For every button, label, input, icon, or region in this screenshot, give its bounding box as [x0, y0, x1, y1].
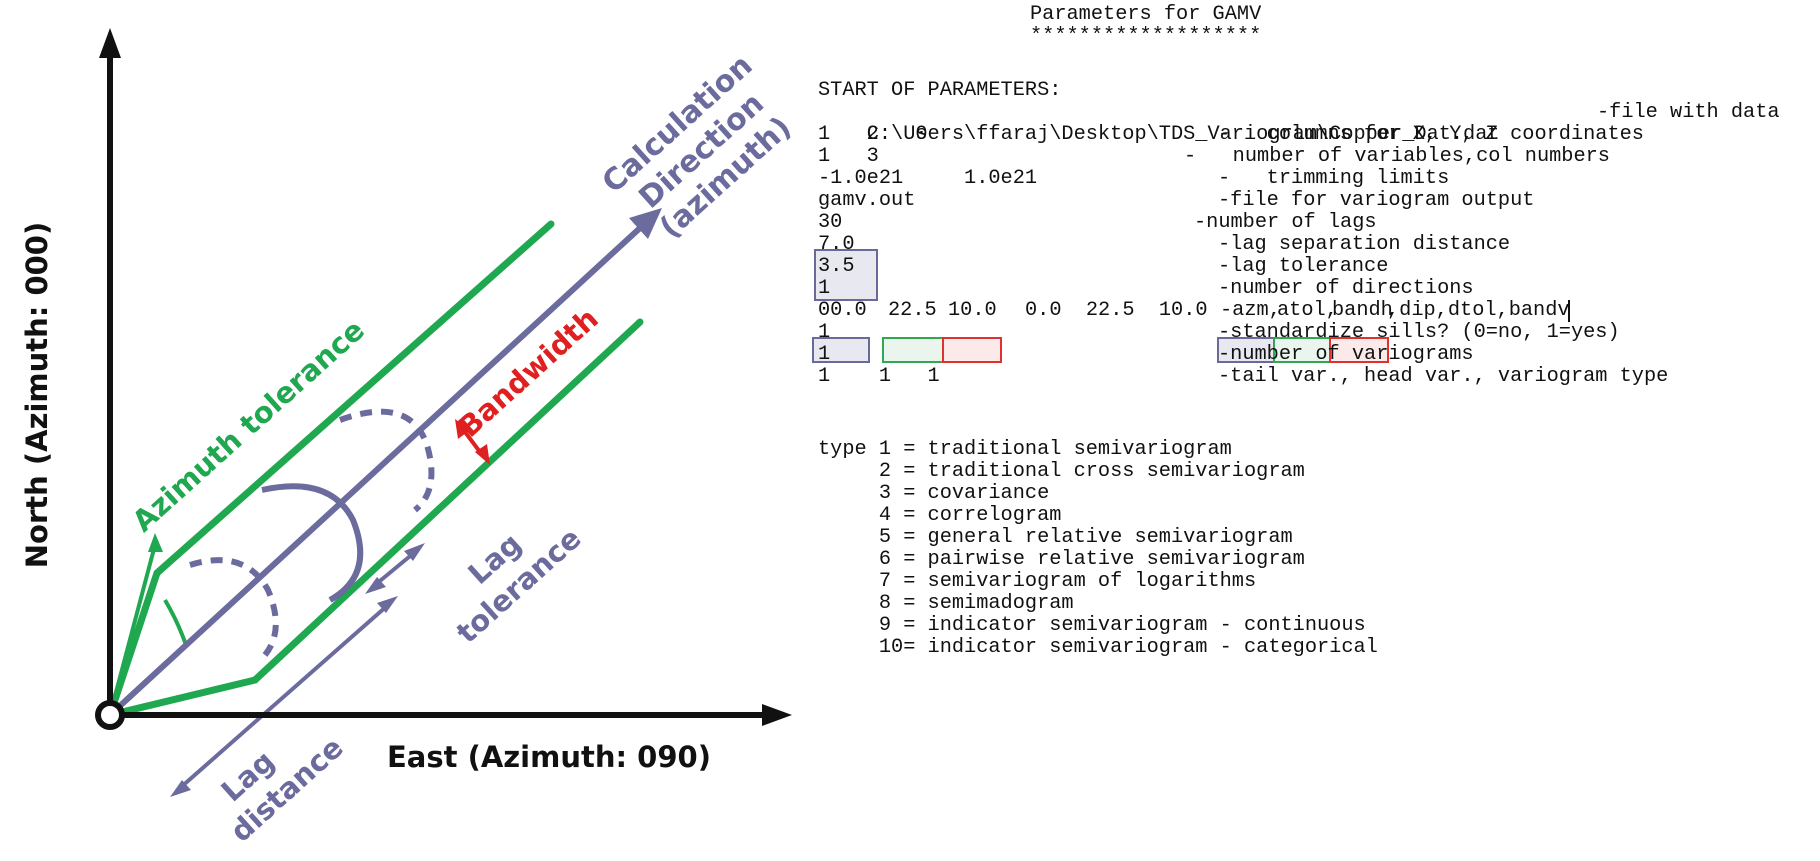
variogram-type-item: 2 = traditional cross semivariogram — [818, 460, 1305, 483]
param-comment: -tail var., head var., variogram type — [1218, 365, 1669, 388]
east-axis-label: East (Azimuth: 090) — [387, 740, 711, 774]
param-direction-bandh: 10.0 — [948, 299, 997, 322]
calculation-direction-line — [107, 225, 643, 718]
lag-distance-label: Lag distance — [215, 730, 350, 848]
variogram-type-item: 7 = semivariogram of logarithms — [818, 570, 1257, 593]
bandwidth-arrowhead-a — [455, 419, 470, 439]
param-direction-comment-azm: -azm, — [1220, 299, 1281, 322]
params-title: Parameters for GAMV — [1030, 3, 1262, 26]
lag-tolerance-arrowhead-b — [404, 543, 425, 561]
param-comment: -number of variograms — [1218, 343, 1474, 366]
params-title-underline: ******************* — [1030, 25, 1262, 48]
tolerance-lower-line — [251, 318, 644, 684]
param-line-variables: 1 3 — [818, 145, 879, 168]
variogram-type-item: 9 = indicator semivariogram - continuous — [818, 614, 1366, 637]
bandwidth-arrowhead-b — [475, 444, 490, 465]
param-comment: -file with data — [1597, 101, 1780, 124]
variogram-type-item: 10= indicator semivariogram - categorica… — [818, 636, 1378, 659]
north-axis-label: North (Azimuth: 000) — [20, 222, 54, 568]
calculation-direction-label: Calculation Direction (azimuth) — [596, 48, 799, 245]
variogram-type-item: 3 = covariance — [818, 482, 1050, 505]
text-cursor — [1568, 300, 1570, 322]
param-value: C:\Users\ffaraj\Desktop\TDS_Variogram\Co… — [866, 123, 1500, 146]
calculation-direction-arrowhead — [629, 208, 662, 239]
lag-tolerance-solid-arc — [261, 483, 364, 603]
param-comment: -number of lags — [1194, 211, 1377, 234]
param-comment: -standardize sills? (0=no, 1=yes) — [1218, 321, 1620, 344]
variogram-direction-diagram: North (Azimuth: 000) East (Azimuth: 090)… — [20, 28, 799, 849]
param-comment: -number of directions — [1218, 277, 1474, 300]
param-comment: - number of variables,col numbers — [1184, 145, 1610, 168]
east-axis-arrowhead — [762, 704, 792, 726]
param-direction-comment-bandh: bandh — [1332, 299, 1393, 322]
variogram-type-item: 8 = semimadogram — [818, 592, 1074, 615]
param-line-columns: 1 2 0 — [818, 123, 928, 146]
variogram-type-item: type 1 = traditional semivariogram — [818, 438, 1232, 461]
azimuth-tolerance-label: Azimuth tolerance — [126, 313, 371, 539]
param-line-ndir: 1 — [818, 277, 831, 300]
azm-value-highlight — [812, 337, 870, 363]
lag-distance-arrowhead-a — [170, 780, 191, 797]
param-line-output: gamv.out — [818, 189, 916, 212]
azimuth-tolerance-arrowhead — [148, 533, 163, 552]
param-line-standardize: 1 — [818, 321, 831, 344]
variogram-type-item: 5 = general relative semivariogram — [818, 526, 1293, 549]
lag-distance-arrowhead-b — [377, 596, 398, 613]
param-line-nlags: 30 — [818, 211, 843, 234]
bandh-comment-highlight — [1329, 337, 1389, 363]
param-line-nvariograms: 1 — [818, 343, 831, 366]
variogram-type-item: 4 = correlogram — [818, 504, 1062, 527]
azimuth-tolerance-tick — [108, 543, 157, 717]
lag-tolerance-dashed-arc-inner — [189, 557, 279, 657]
gamv-parameter-file: Parameters for GAMV ******************* … — [812, 0, 1808, 861]
north-axis-arrowhead — [99, 28, 121, 58]
azimuth-tolerance-arc — [163, 598, 188, 646]
lag-values-highlight — [814, 249, 878, 301]
param-comment: -lag separation distance — [1218, 233, 1511, 256]
param-comment: -file for variogram output — [1218, 189, 1535, 212]
param-line-data-file: C:\Users\ffaraj\Desktop\TDS_Variogram\Co… — [818, 102, 1500, 168]
lag-distance-arrow — [178, 603, 390, 790]
azimuth-tolerance-lines — [106, 220, 644, 719]
lag-tolerance-arrowhead-a — [365, 577, 386, 594]
param-comment: - trimming limits — [1218, 167, 1450, 190]
variogram-type-item: 6 = pairwise relative semivariogram — [818, 548, 1305, 571]
lag-tolerance-label-line2: tolerance — [450, 521, 588, 650]
param-line-lag-tolerance: 3.5 — [818, 255, 855, 278]
param-line-variogram-spec: 1 1 1 — [818, 365, 940, 388]
param-direction-comment-rest: ,dip,dtol,bandv — [1387, 299, 1570, 322]
params-start-header: START OF PARAMETERS: — [818, 79, 1062, 102]
param-comment: -lag tolerance — [1218, 255, 1389, 278]
atol-value-highlight — [882, 337, 944, 363]
param-comment: - columns for X, Y, Z coordinates — [1218, 123, 1644, 146]
azm-comment-highlight — [1217, 337, 1275, 363]
lag-tolerance-label: Lag tolerance — [450, 521, 588, 650]
tolerance-upper-line — [153, 220, 555, 577]
bandh-value-highlight — [942, 337, 1002, 363]
param-direction-comment-atol: atol, — [1277, 299, 1338, 322]
param-direction-atol: 22.5 — [888, 299, 937, 322]
lag-tolerance-dashed-arc-outer — [338, 408, 435, 513]
origin-point — [95, 700, 125, 730]
param-direction-rest: 0.0 22.5 10.0 — [1025, 299, 1208, 322]
param-line-trimming: -1.0e21 1.0e21 — [818, 167, 1038, 190]
param-direction-azm: 00.0 — [818, 299, 867, 322]
lag-tolerance-arrow — [373, 550, 417, 587]
tolerance-bottom-edge — [106, 676, 259, 719]
param-line-lag-distance: 7.0 — [818, 233, 855, 256]
